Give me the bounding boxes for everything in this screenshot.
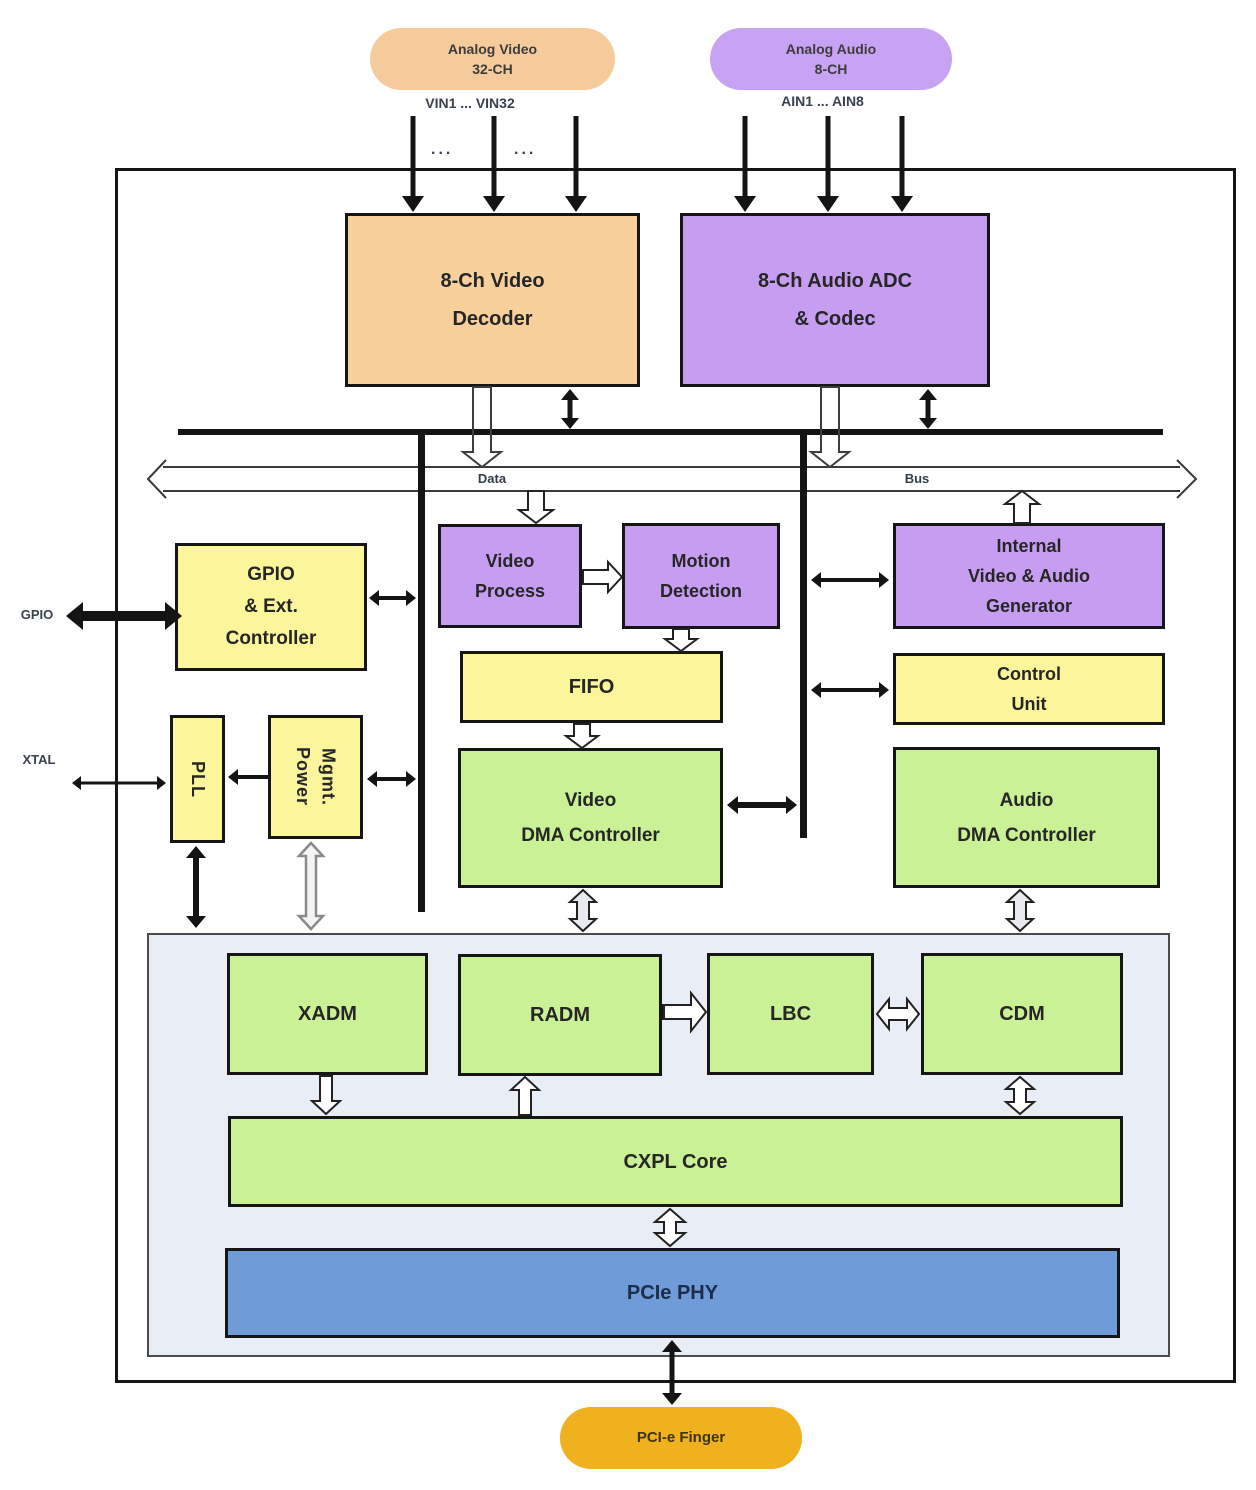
bus-bus-label: Bus <box>904 471 930 486</box>
block-gpio-ext-controller: GPIO & Ext. Controller <box>175 543 367 671</box>
video-process-line1: Video <box>485 551 535 571</box>
xadm-label: XADM <box>298 1003 357 1025</box>
gpio-ctrl-line1: GPIO <box>247 564 295 585</box>
cdm-label: CDM <box>999 1003 1045 1025</box>
video-ellipsis-2: ... <box>514 141 537 158</box>
video-ellipsis-1: ... <box>431 141 454 158</box>
pll-label: PLL <box>187 760 208 798</box>
block-motion-detection: Motion Detection <box>622 523 780 629</box>
video-dma-line2: DMA Controller <box>521 825 660 846</box>
pcie-finger-label: PCI-e Finger <box>636 1429 726 1446</box>
block-audio-adc-codec: 8-Ch Audio ADC & Codec <box>680 213 990 387</box>
power-mgmt-line2: Mgmt. <box>318 748 339 806</box>
audio-adc-line2: & Codec <box>794 308 876 330</box>
block-internal-generator: Internal Video & Audio Generator <box>893 523 1165 629</box>
video-pins-label: VIN1 ... VIN32 <box>425 95 515 111</box>
audio-adc-line1: 8-Ch Audio ADC <box>757 270 913 292</box>
gpio-ctrl-line2: & Ext. <box>244 596 298 617</box>
block-pcie-phy: PCIe PHY <box>225 1248 1120 1338</box>
block-cxpl-core: CXPL Core <box>228 1116 1123 1207</box>
bus-data-label: Data <box>477 471 507 486</box>
block-lbc: LBC <box>707 953 874 1075</box>
block-video-decoder: 8-Ch Video Decoder <box>345 213 640 387</box>
video-decoder-line1: 8-Ch Video <box>440 270 545 292</box>
analog-audio-line2: 8-CH <box>814 61 848 77</box>
block-xadm: XADM <box>227 953 428 1075</box>
block-video-dma-controller: Video DMA Controller <box>458 748 723 888</box>
video-decoder-line2: Decoder <box>452 308 533 330</box>
block-control-unit: Control Unit <box>893 653 1165 725</box>
radm-label: RADM <box>530 1004 590 1026</box>
video-process-line2: Process <box>474 581 546 601</box>
video-dma-line1: Video <box>564 790 617 811</box>
block-fifo: FIFO <box>460 651 723 723</box>
analog-video-line2: 32-CH <box>472 61 513 77</box>
analog-video-input-pill: Analog Video 32-CH <box>370 28 615 90</box>
internal-gen-line1: Internal <box>996 536 1062 556</box>
motion-detection-line1: Motion <box>671 551 731 571</box>
gpio-ctrl-line3: Controller <box>225 628 317 649</box>
audio-dma-line2: DMA Controller <box>957 824 1096 846</box>
pcie-phy-label: PCIe PHY <box>626 1282 719 1304</box>
analog-video-line1: Analog Video <box>447 41 538 57</box>
control-unit-line2: Unit <box>1011 694 1047 714</box>
lbc-label: LBC <box>769 1003 812 1025</box>
analog-audio-line1: Analog Audio <box>785 41 877 57</box>
fifo-label: FIFO <box>568 676 615 698</box>
pcie-finger-pill: PCI-e Finger <box>560 1407 802 1469</box>
block-power-mgmt: Power Mgmt. <box>268 715 363 839</box>
xtal-external-label: XTAL <box>22 752 56 767</box>
cxpl-core-label: CXPL Core <box>623 1150 728 1173</box>
gpio-external-label: GPIO <box>20 607 54 622</box>
internal-gen-line2: Video & Audio <box>967 566 1090 586</box>
motion-detection-line2: Detection <box>659 581 742 601</box>
audio-pins-label: AIN1 ... AIN8 <box>781 93 864 109</box>
analog-audio-input-pill: Analog Audio 8-CH <box>710 28 952 90</box>
internal-gen-line3: Generator <box>985 596 1073 616</box>
block-cdm: CDM <box>921 953 1123 1075</box>
power-mgmt-line1: Power <box>293 747 313 807</box>
audio-dma-line1: Audio <box>999 789 1054 811</box>
block-audio-dma-controller: Audio DMA Controller <box>893 747 1160 888</box>
block-pll: PLL <box>170 715 225 843</box>
control-unit-line1: Control <box>997 664 1061 684</box>
block-radm: RADM <box>458 954 662 1076</box>
block-video-process: Video Process <box>438 524 582 628</box>
